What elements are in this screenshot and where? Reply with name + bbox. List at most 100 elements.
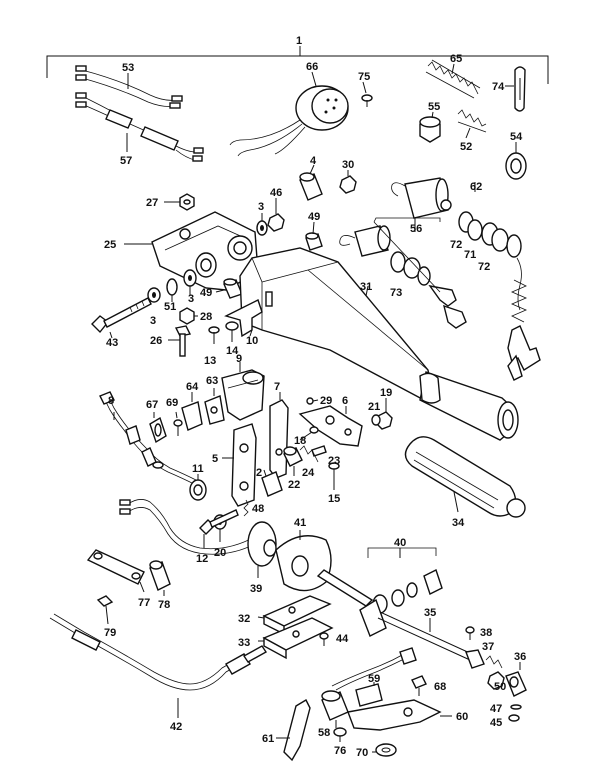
callout-36: 36	[514, 651, 526, 663]
callout-20: 20	[214, 547, 226, 559]
part-30-nut	[339, 170, 357, 194]
part-54-grommet	[505, 142, 527, 180]
callout-49-top: 49	[308, 211, 320, 223]
part-63-clamp	[204, 388, 225, 425]
callout-35: 35	[424, 607, 436, 619]
callout-73: 73	[390, 287, 402, 299]
callout-38: 38	[480, 627, 492, 639]
part-25-bracket	[124, 211, 259, 291]
callout-46: 46	[270, 187, 282, 199]
part-27-nut	[164, 193, 195, 211]
part-76-washer	[333, 727, 347, 742]
stop-switch-wire	[119, 499, 263, 555]
part-2-link	[261, 469, 283, 497]
part-9-cover	[221, 362, 265, 421]
callout-66: 66	[306, 61, 318, 73]
callout-14: 14	[226, 345, 239, 357]
callout-4: 4	[310, 155, 317, 167]
part-48-stud	[243, 499, 249, 517]
callout-28: 28	[200, 311, 212, 323]
callout-26: 26	[150, 335, 162, 347]
part-4-sleeve	[299, 164, 323, 201]
part-26-bolt	[168, 325, 192, 357]
part-77-plate	[86, 549, 145, 593]
part-47-washer	[510, 704, 522, 710]
callout-45: 45	[490, 717, 502, 729]
part-40-shaft	[316, 547, 443, 637]
callout-48: 48	[252, 503, 264, 515]
part-32-bracket	[257, 595, 332, 636]
callout-3-mid-right: 3	[188, 293, 194, 305]
part-69-screw	[173, 411, 183, 436]
callout-76: 76	[334, 745, 346, 757]
part-11-knob	[189, 474, 207, 501]
callout-29: 29	[320, 395, 332, 407]
part-70-washer	[372, 743, 397, 757]
callout-54: 54	[510, 131, 523, 143]
part-39-plate	[247, 521, 277, 578]
part-57-wire	[75, 92, 204, 162]
callout-2: 2	[256, 467, 262, 479]
part-38-screw	[465, 626, 475, 640]
part-67-grommet	[149, 412, 167, 444]
part-49-sleeve-upper	[305, 221, 323, 251]
callout-51: 51	[164, 301, 176, 313]
part-12-bolt	[199, 509, 239, 548]
callout-37: 37	[482, 641, 494, 653]
part-28-nut	[179, 307, 198, 325]
callout-19: 19	[380, 387, 392, 399]
callout-79: 79	[104, 627, 116, 639]
part-65-spring	[425, 59, 481, 99]
callout-18: 18	[294, 435, 306, 447]
part-5-lever	[222, 423, 257, 507]
callout-64: 64	[186, 381, 199, 393]
callout-23: 23	[328, 455, 340, 467]
assembly-bracket	[46, 46, 549, 84]
part-3-washer-right	[183, 269, 197, 295]
callout-58: 58	[318, 727, 330, 739]
callout-72-left: 72	[450, 239, 462, 251]
part-18-screw	[299, 426, 319, 441]
callout-9: 9	[236, 353, 242, 365]
part-31-tiller-handle	[239, 247, 519, 441]
part-60-bracket	[347, 699, 452, 731]
part-45-clip	[508, 714, 520, 722]
callout-75: 75	[358, 71, 370, 83]
part-8-cable	[99, 391, 197, 485]
callout-15: 15	[328, 493, 340, 505]
part-23-pin	[311, 445, 327, 457]
callout-69: 69	[166, 397, 178, 409]
callout-25: 25	[104, 239, 116, 251]
part-66-buzzer	[229, 71, 349, 157]
callout-67: 67	[146, 399, 158, 411]
callout-52: 52	[460, 141, 472, 153]
callout-63: 63	[206, 375, 218, 387]
part-59-clip	[355, 682, 383, 707]
part-44-screw	[319, 632, 329, 646]
part-6-bracket	[298, 405, 363, 447]
part-10-bracket	[224, 299, 263, 338]
callout-13: 13	[204, 355, 216, 367]
part-51-washer	[166, 278, 178, 302]
callout-41: 41	[294, 517, 306, 529]
callout-43: 43	[106, 337, 118, 349]
callout-55: 55	[428, 101, 440, 113]
lower-wire	[331, 647, 417, 691]
callout-24: 24	[302, 467, 315, 479]
part-61-lever	[276, 699, 311, 762]
callout-47: 47	[490, 703, 502, 715]
part-33-plate	[258, 617, 334, 660]
part-21-washer	[371, 414, 381, 426]
callout-labels: 1 53 57 66 75 65 74 55 52 54 4 30 62 27 …	[104, 35, 526, 759]
callout-3-mid-left: 3	[150, 315, 156, 327]
callout-40: 40	[394, 537, 406, 549]
callout-61: 61	[262, 733, 274, 745]
callout-12: 12	[196, 553, 208, 565]
callout-59: 59	[368, 673, 380, 685]
part-29-clip	[306, 397, 319, 405]
callout-42: 42	[170, 721, 182, 733]
part-78-spacer	[149, 560, 171, 596]
part-52-spring	[457, 109, 487, 139]
callout-34: 34	[452, 517, 465, 529]
